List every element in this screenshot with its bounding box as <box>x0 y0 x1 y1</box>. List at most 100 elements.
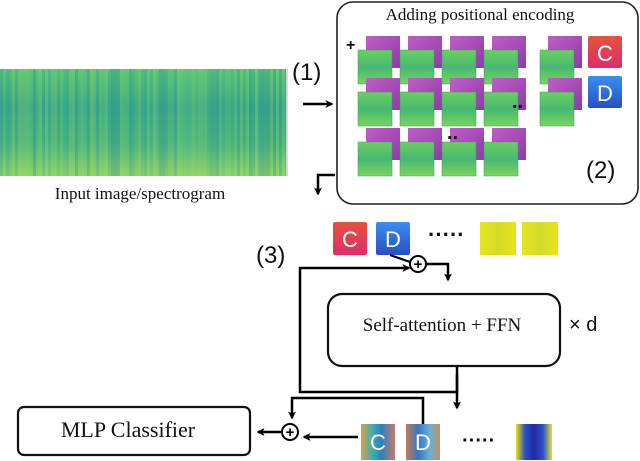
spectrogram-stripe <box>141 69 144 176</box>
grid-ellipsis-horizontal: .. <box>512 91 523 113</box>
spectrogram-stripe <box>123 69 126 176</box>
spectrogram-stripe <box>207 69 210 176</box>
spectrogram-stripe <box>108 69 111 176</box>
output-ellipsis: ····· <box>462 430 495 452</box>
image-patch <box>441 91 477 127</box>
sequence-patch-2 <box>522 222 558 255</box>
spectrogram-stripe <box>0 69 3 176</box>
spectrogram-stripe <box>78 69 81 176</box>
spectrogram-stripe <box>66 69 69 176</box>
spectrogram-stripe <box>9 69 12 176</box>
spectrogram-stripe <box>150 69 153 176</box>
sequence-dist-token: D <box>376 222 410 255</box>
spectrogram-stripe <box>24 69 27 176</box>
cls-token-label: C <box>597 41 613 66</box>
spectrogram-stripe <box>21 69 24 176</box>
spectrogram-stripe <box>165 69 168 176</box>
spectrogram-stripe <box>102 69 105 176</box>
spectrogram-stripe <box>162 69 165 176</box>
output-add-symbol: + <box>286 424 295 441</box>
spectrogram-stripe <box>12 69 15 176</box>
arrow-from-box <box>314 173 335 196</box>
spectrogram-stripe <box>276 69 279 176</box>
spectrogram-stripe <box>201 69 204 176</box>
cls-token-box: C <box>588 36 622 68</box>
output-patch-last <box>516 424 552 460</box>
encoder-block <box>326 292 562 368</box>
sum-to-encoder-arrow <box>426 262 452 282</box>
spectrogram-stripe <box>132 69 135 176</box>
spectrogram-stripe <box>198 69 201 176</box>
dist-to-sum-arrow <box>288 396 425 424</box>
spectrogram-stripe <box>192 69 195 176</box>
output-cls-token <box>361 424 395 460</box>
residual-add-top-symbol: + <box>414 256 423 273</box>
spectrogram-stripe <box>48 69 51 176</box>
encoder-repeat-label: × d <box>569 314 597 336</box>
sequence-patch-1 <box>480 222 516 255</box>
spectrogram-stripe <box>69 69 72 176</box>
image-patch <box>539 91 575 127</box>
image-patch <box>357 141 393 177</box>
spectrogram-stripe <box>36 69 39 176</box>
spectrogram-stripe <box>246 69 249 176</box>
spectrogram-stripe <box>270 69 273 176</box>
spectrogram-stripe <box>234 69 237 176</box>
spectrogram-stripe <box>45 69 48 176</box>
spectrogram-stripe <box>213 69 216 176</box>
spectrogram-stripe <box>27 69 30 176</box>
spectrogram-stripe <box>264 69 267 176</box>
spectrogram-texture <box>0 69 288 176</box>
spectrogram-stripe <box>237 69 240 176</box>
positional-encoding-box <box>336 1 639 205</box>
spectrogram-stripe <box>3 69 6 176</box>
sequence-cls-label: C <box>342 227 358 252</box>
spectrogram-stripe <box>99 69 102 176</box>
spectrogram-stripe <box>84 69 87 176</box>
plus-sign: + <box>346 37 355 54</box>
image-patch <box>441 141 477 177</box>
spectrogram-stripe <box>42 69 45 176</box>
spectrogram-stripe <box>54 69 57 176</box>
spectrogram-stripe <box>267 69 270 176</box>
image-patch <box>483 91 519 127</box>
spectrogram-stripe <box>258 69 261 176</box>
spectrogram-stripe <box>228 69 231 176</box>
spectrogram-stripe <box>30 69 33 176</box>
spectrogram-stripe <box>18 69 21 176</box>
encoder-label: Self-attention + FFN <box>363 315 522 336</box>
input-spectrogram <box>0 69 288 176</box>
output-dist-label: D <box>415 430 431 455</box>
spectrogram-stripe <box>33 69 36 176</box>
spectrogram-stripe <box>282 69 285 176</box>
spectrogram-stripe <box>57 69 60 176</box>
spectrogram-stripe <box>114 69 117 176</box>
spectrogram-stripe <box>93 69 96 176</box>
spectrogram-stripe <box>186 69 189 176</box>
step-1-label: (1) <box>292 59 321 86</box>
spectrogram-stripe <box>6 69 9 176</box>
spectrogram-stripe <box>249 69 252 176</box>
spectrogram-stripe <box>51 69 54 176</box>
spectrogram-stripe <box>117 69 120 176</box>
spectrogram-stripe <box>216 69 219 176</box>
spectrogram-stripe <box>273 69 276 176</box>
mlp-classifier-label: MLP Classifier <box>61 417 196 442</box>
spectrogram-stripe <box>135 69 138 176</box>
spectrogram-stripe <box>261 69 264 176</box>
spectrogram-stripe <box>285 69 288 176</box>
sequence-ellipsis: ····· <box>428 222 465 247</box>
patch-grid <box>357 36 582 177</box>
positional-encoding-title: Adding positional encoding <box>386 5 575 24</box>
sequence-dist-label: D <box>385 227 401 252</box>
spectrogram-stripe <box>183 69 186 176</box>
spectrogram-stripe <box>255 69 258 176</box>
spectrogram-stripe <box>138 69 141 176</box>
spectrogram-stripe <box>75 69 78 176</box>
spectrogram-stripe <box>189 69 192 176</box>
residual-add-node-top: + <box>409 255 427 273</box>
step-2-label: (2) <box>586 157 615 184</box>
output-add-node: + <box>281 423 299 441</box>
spectrogram-stripe <box>81 69 84 176</box>
